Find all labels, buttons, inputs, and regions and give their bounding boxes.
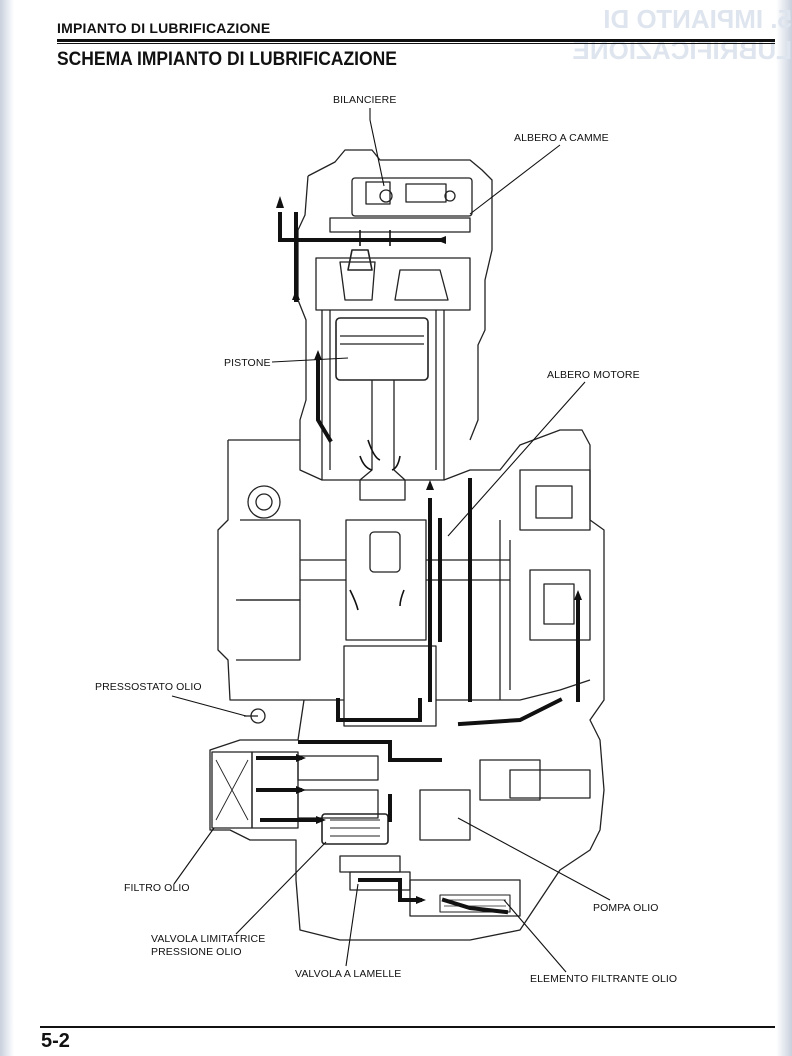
- crankcase-outline: [209, 429, 605, 941]
- leader-bilanciere: [369, 108, 385, 187]
- oil-pump-body: [419, 789, 471, 841]
- leader-pompa: [457, 817, 611, 901]
- filter-element: [439, 894, 511, 913]
- label-pompa-olio: POMPA OLIO: [593, 902, 659, 914]
- label-valvola-a-lamelle: VALVOLA A LAMELLE: [295, 968, 402, 980]
- oil-passage-head: [278, 212, 442, 242]
- cylinder-head-outline: [307, 149, 493, 441]
- label-valvola-limitatrice-line1: VALVOLA LIMITATRICE: [151, 933, 266, 945]
- footer-rule: [40, 1026, 775, 1028]
- label-bilanciere: BILANCIERE: [333, 94, 397, 106]
- header-rule: [57, 39, 775, 42]
- page-number: 5-2: [41, 1030, 70, 1052]
- connecting-rod: [359, 380, 406, 501]
- leader-pistone: [271, 357, 349, 363]
- piston-outline: [335, 317, 429, 381]
- label-albero-motore: ALBERO MOTORE: [547, 369, 640, 381]
- chapter-title: IMPIANTO DI LUBRIFICAZIONE: [57, 20, 271, 36]
- label-albero-a-camme: ALBERO A CAMME: [514, 132, 609, 144]
- leader-valvola-limitatrice: [235, 841, 327, 935]
- label-pressostato-olio: PRESSOSTATO OLIO: [95, 681, 202, 693]
- page-edge-right: [776, 0, 792, 1056]
- leader-albero-a-camme: [469, 144, 561, 215]
- label-pistone: PISTONE: [224, 357, 271, 369]
- label-valvola-limitatrice-line2: PRESSIONE OLIO: [151, 946, 242, 958]
- label-filtro-olio: FILTRO OLIO: [124, 882, 190, 894]
- leader-albero-motore: [447, 381, 586, 537]
- leader-filtro: [173, 827, 215, 885]
- label-elemento-filtrante-olio: ELEMENTO FILTRANTE OLIO: [530, 973, 678, 985]
- header-rule-thin: [57, 43, 775, 44]
- relief-valve-body: [321, 813, 389, 845]
- leader-valvola-lamelle: [345, 883, 359, 967]
- leader-pressostato: [171, 695, 247, 717]
- section-title: SCHEMA IMPIANTO DI LUBRIFICAZIONE: [57, 49, 397, 70]
- leader-elemento: [503, 899, 567, 973]
- page-edge-left: [0, 0, 14, 1056]
